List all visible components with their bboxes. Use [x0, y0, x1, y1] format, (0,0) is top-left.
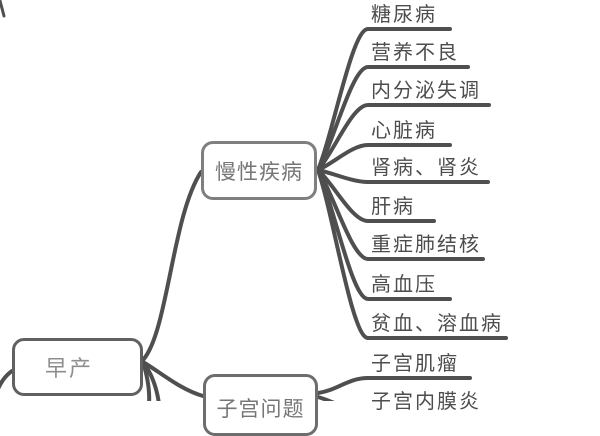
leaf-node-label[interactable]: 高血压: [371, 274, 437, 296]
connector-uterus-leaf: [316, 395, 335, 401]
leaf-node-label[interactable]: 肾病、肾炎: [371, 157, 481, 179]
root-node-label: 早产: [45, 356, 94, 381]
connector-chronic-leaf: [316, 168, 508, 340]
connector-chronic-leaf: [316, 65, 470, 172]
leaf-node-label[interactable]: 内分泌失调: [371, 80, 481, 102]
connector-chronic-leaf: [316, 168, 490, 184]
connector-root-uterus: [141, 360, 205, 398]
connector-chronic-leaf: [316, 143, 452, 172]
leaf-node-label[interactable]: 肝病: [371, 196, 415, 218]
connector-root-offscreen: [141, 360, 161, 401]
mindmap-canvas: 早产 慢性疾病 子宫问题 糖尿病营养不良内分泌失调心脏病肾病、肾炎肝病重症肺结核…: [0, 0, 508, 436]
corner-line-fragment: [0, 0, 6, 18]
connector-chronic-leaf: [316, 103, 491, 172]
leaf-node-label[interactable]: 心脏病: [371, 120, 437, 142]
connector-uterus-leaf: [316, 376, 472, 395]
root-node-premature-birth[interactable]: 早产: [12, 338, 143, 396]
branch-node-uterus-problem[interactable]: 子宫问题: [203, 374, 318, 436]
connector-lines: [0, 0, 508, 401]
leaf-node-label[interactable]: 贫血、溶血病: [371, 313, 503, 335]
connector-root-chronic: [141, 170, 203, 362]
branch-node-label: 子宫问题: [216, 398, 305, 421]
connector-root-parent: [0, 369, 14, 390]
branch-node-label: 慢性疾病: [215, 160, 303, 184]
leaf-node-label[interactable]: 子宫内膜炎: [371, 391, 481, 413]
leaf-node-label[interactable]: 糖尿病: [371, 4, 437, 26]
leaf-node-label[interactable]: 重症肺结核: [371, 234, 481, 256]
leaf-node-label[interactable]: 营养不良: [371, 42, 459, 64]
leaf-node-label[interactable]: 子宫肌瘤: [371, 353, 459, 375]
branch-node-chronic-disease[interactable]: 慢性疾病: [201, 141, 317, 200]
